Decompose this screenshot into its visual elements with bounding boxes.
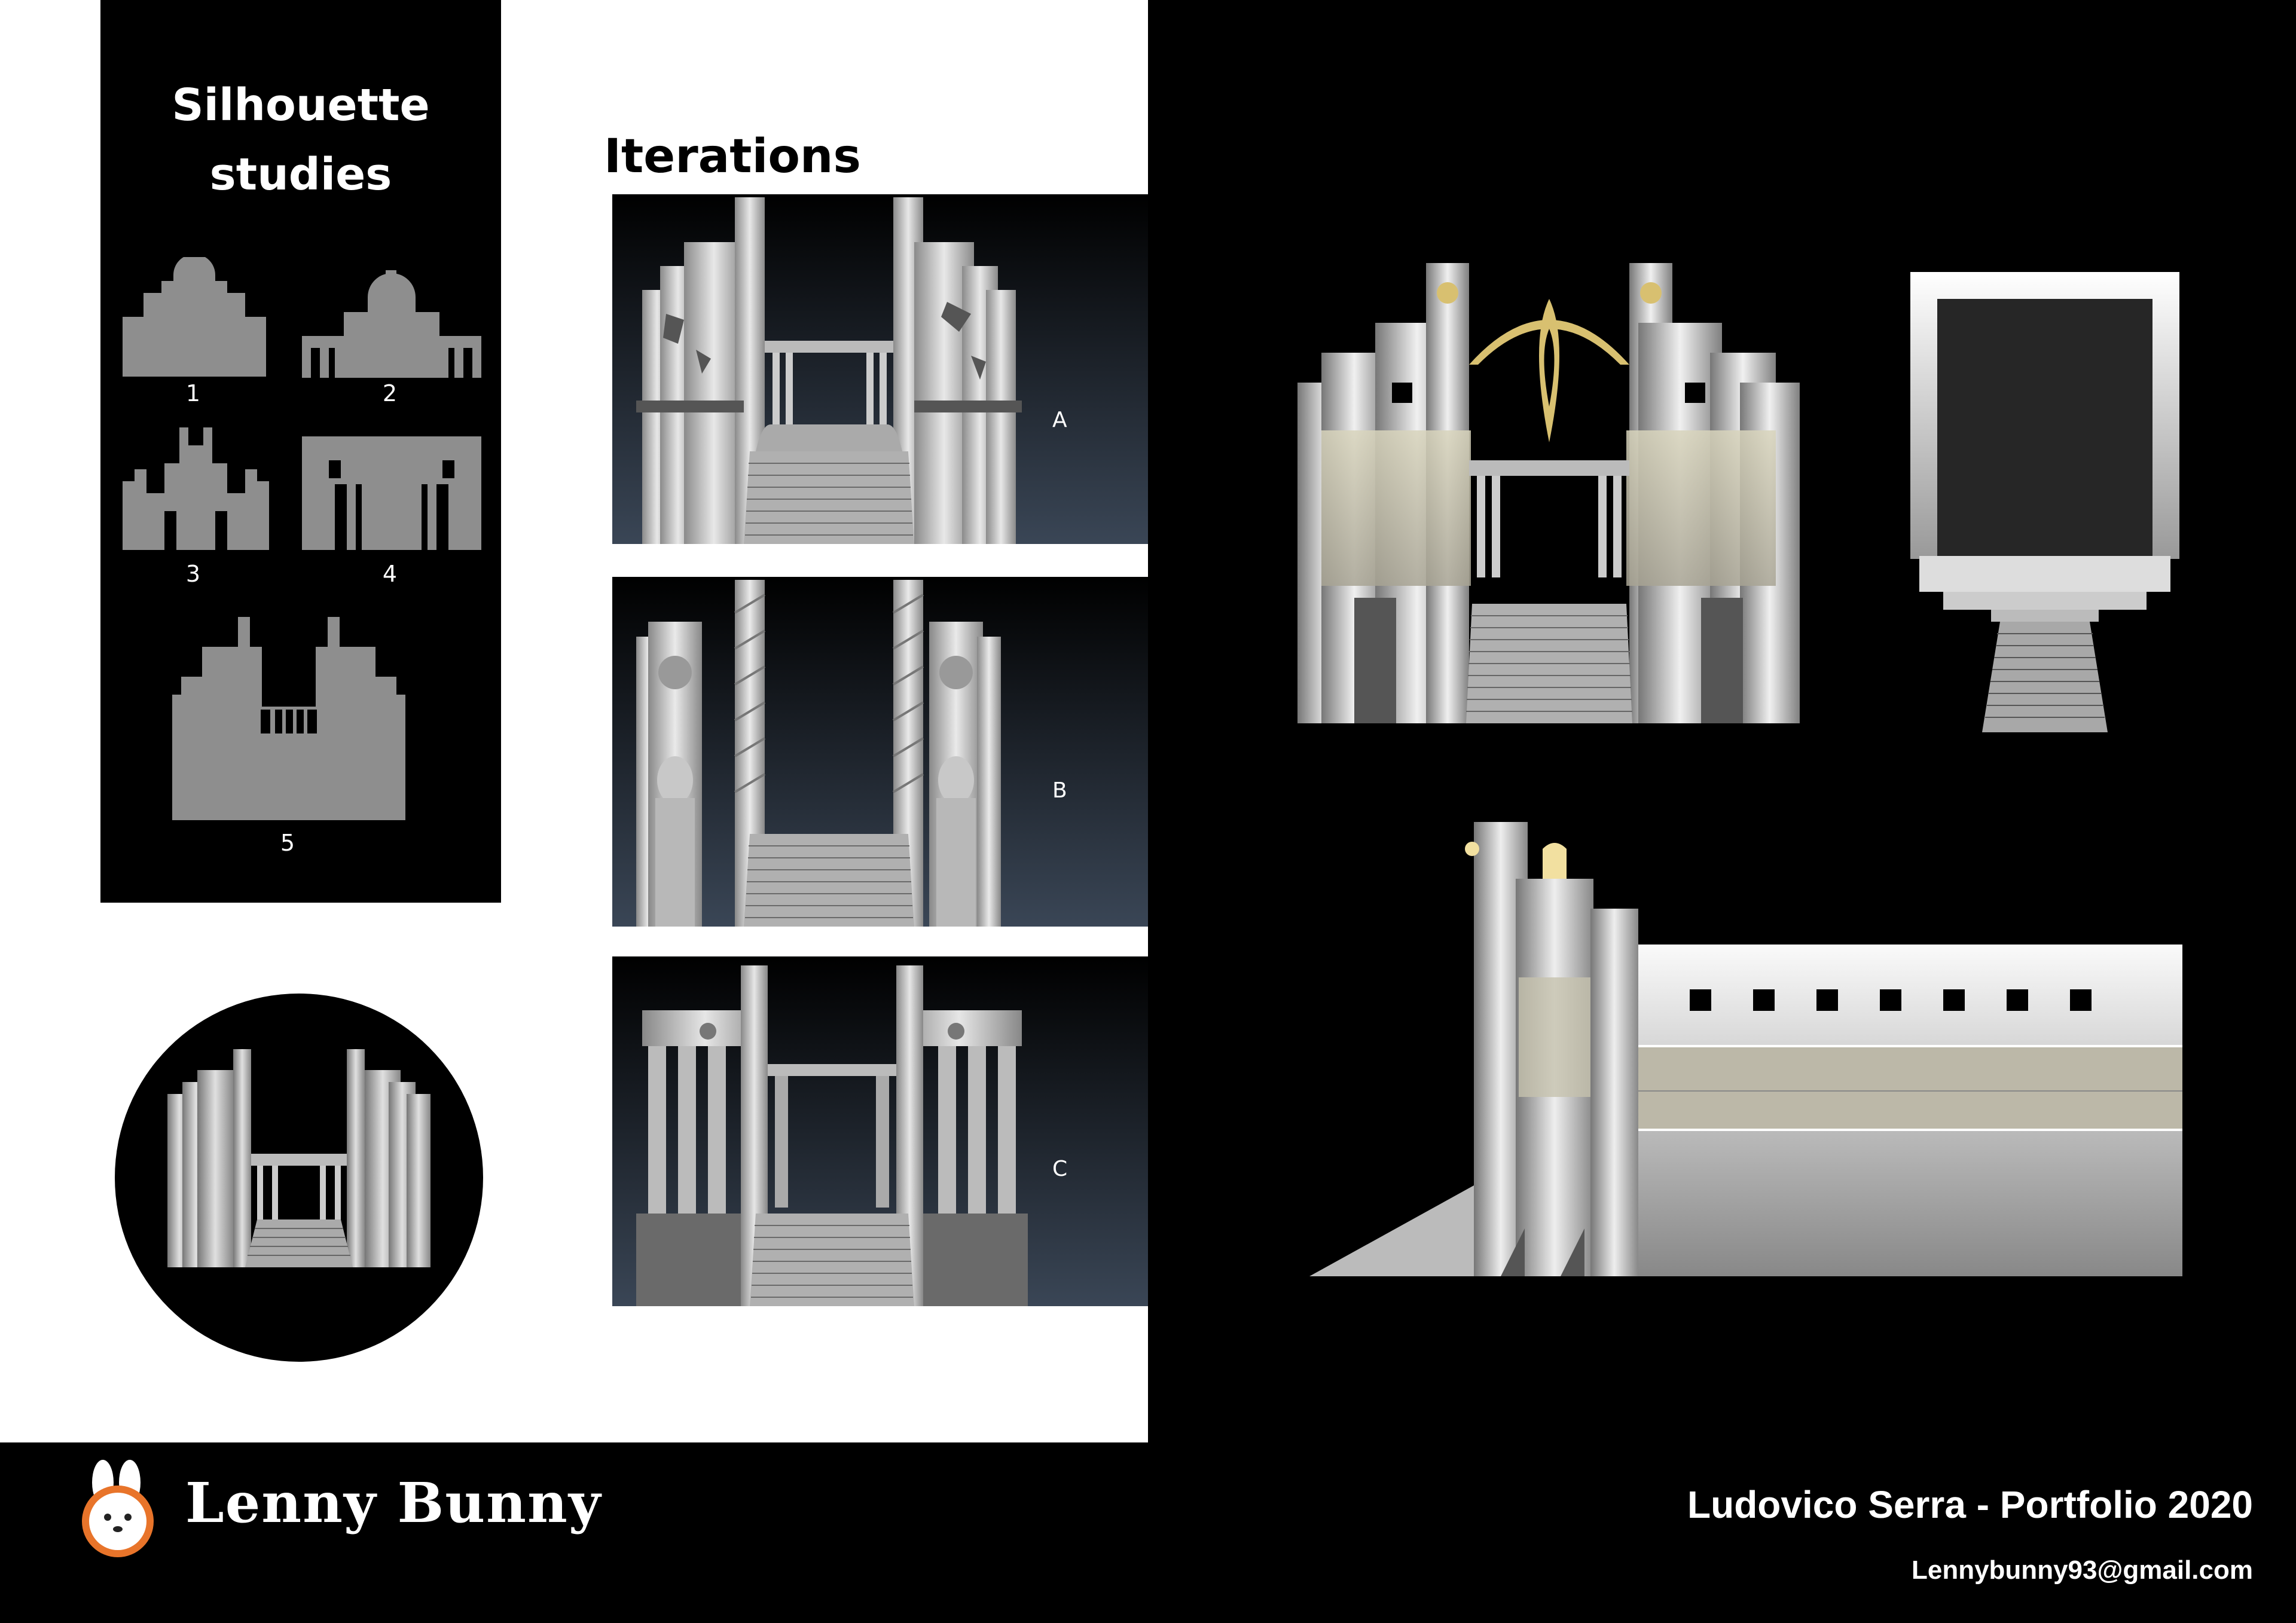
silhouette-1 bbox=[123, 257, 266, 377]
contact-email[interactable]: Lennybunny93@gmail.com bbox=[1911, 1555, 2253, 1585]
silhouette-2 bbox=[302, 270, 481, 378]
silhouette-label-2: 2 bbox=[382, 380, 398, 406]
lenny-bunny-logo-icon bbox=[82, 1460, 154, 1557]
brand-name: Lenny Bunny bbox=[185, 1471, 602, 1535]
iteration-c-image bbox=[612, 956, 1148, 1306]
silhouette-studies-title: Silhouette studies bbox=[172, 80, 430, 200]
silhouette-label-3: 3 bbox=[185, 561, 201, 587]
iteration-b-image bbox=[612, 577, 1148, 927]
silhouette-label-4: 4 bbox=[382, 561, 398, 587]
temple-front-final bbox=[1297, 263, 1800, 723]
silhouette-4 bbox=[302, 436, 481, 550]
footer-bar bbox=[0, 1442, 2296, 1623]
iteration-label-b: B bbox=[1052, 778, 1067, 803]
silhouette-5 bbox=[172, 617, 405, 820]
temple-side-view bbox=[1309, 822, 2182, 1276]
iteration-a-image bbox=[612, 194, 1148, 544]
silhouette-label-5: 5 bbox=[280, 830, 295, 856]
temple-circle-render bbox=[115, 994, 483, 1362]
silhouette-3 bbox=[123, 427, 269, 550]
iterations-title: Iterations bbox=[604, 130, 861, 184]
silhouette-label-1: 1 bbox=[185, 380, 201, 406]
author-portfolio-title: Ludovico Serra - Portfolio 2020 bbox=[1687, 1483, 2253, 1526]
iteration-label-c: C bbox=[1052, 1157, 1068, 1181]
temple-top-view bbox=[1910, 272, 2179, 732]
iteration-label-a: A bbox=[1052, 408, 1067, 432]
